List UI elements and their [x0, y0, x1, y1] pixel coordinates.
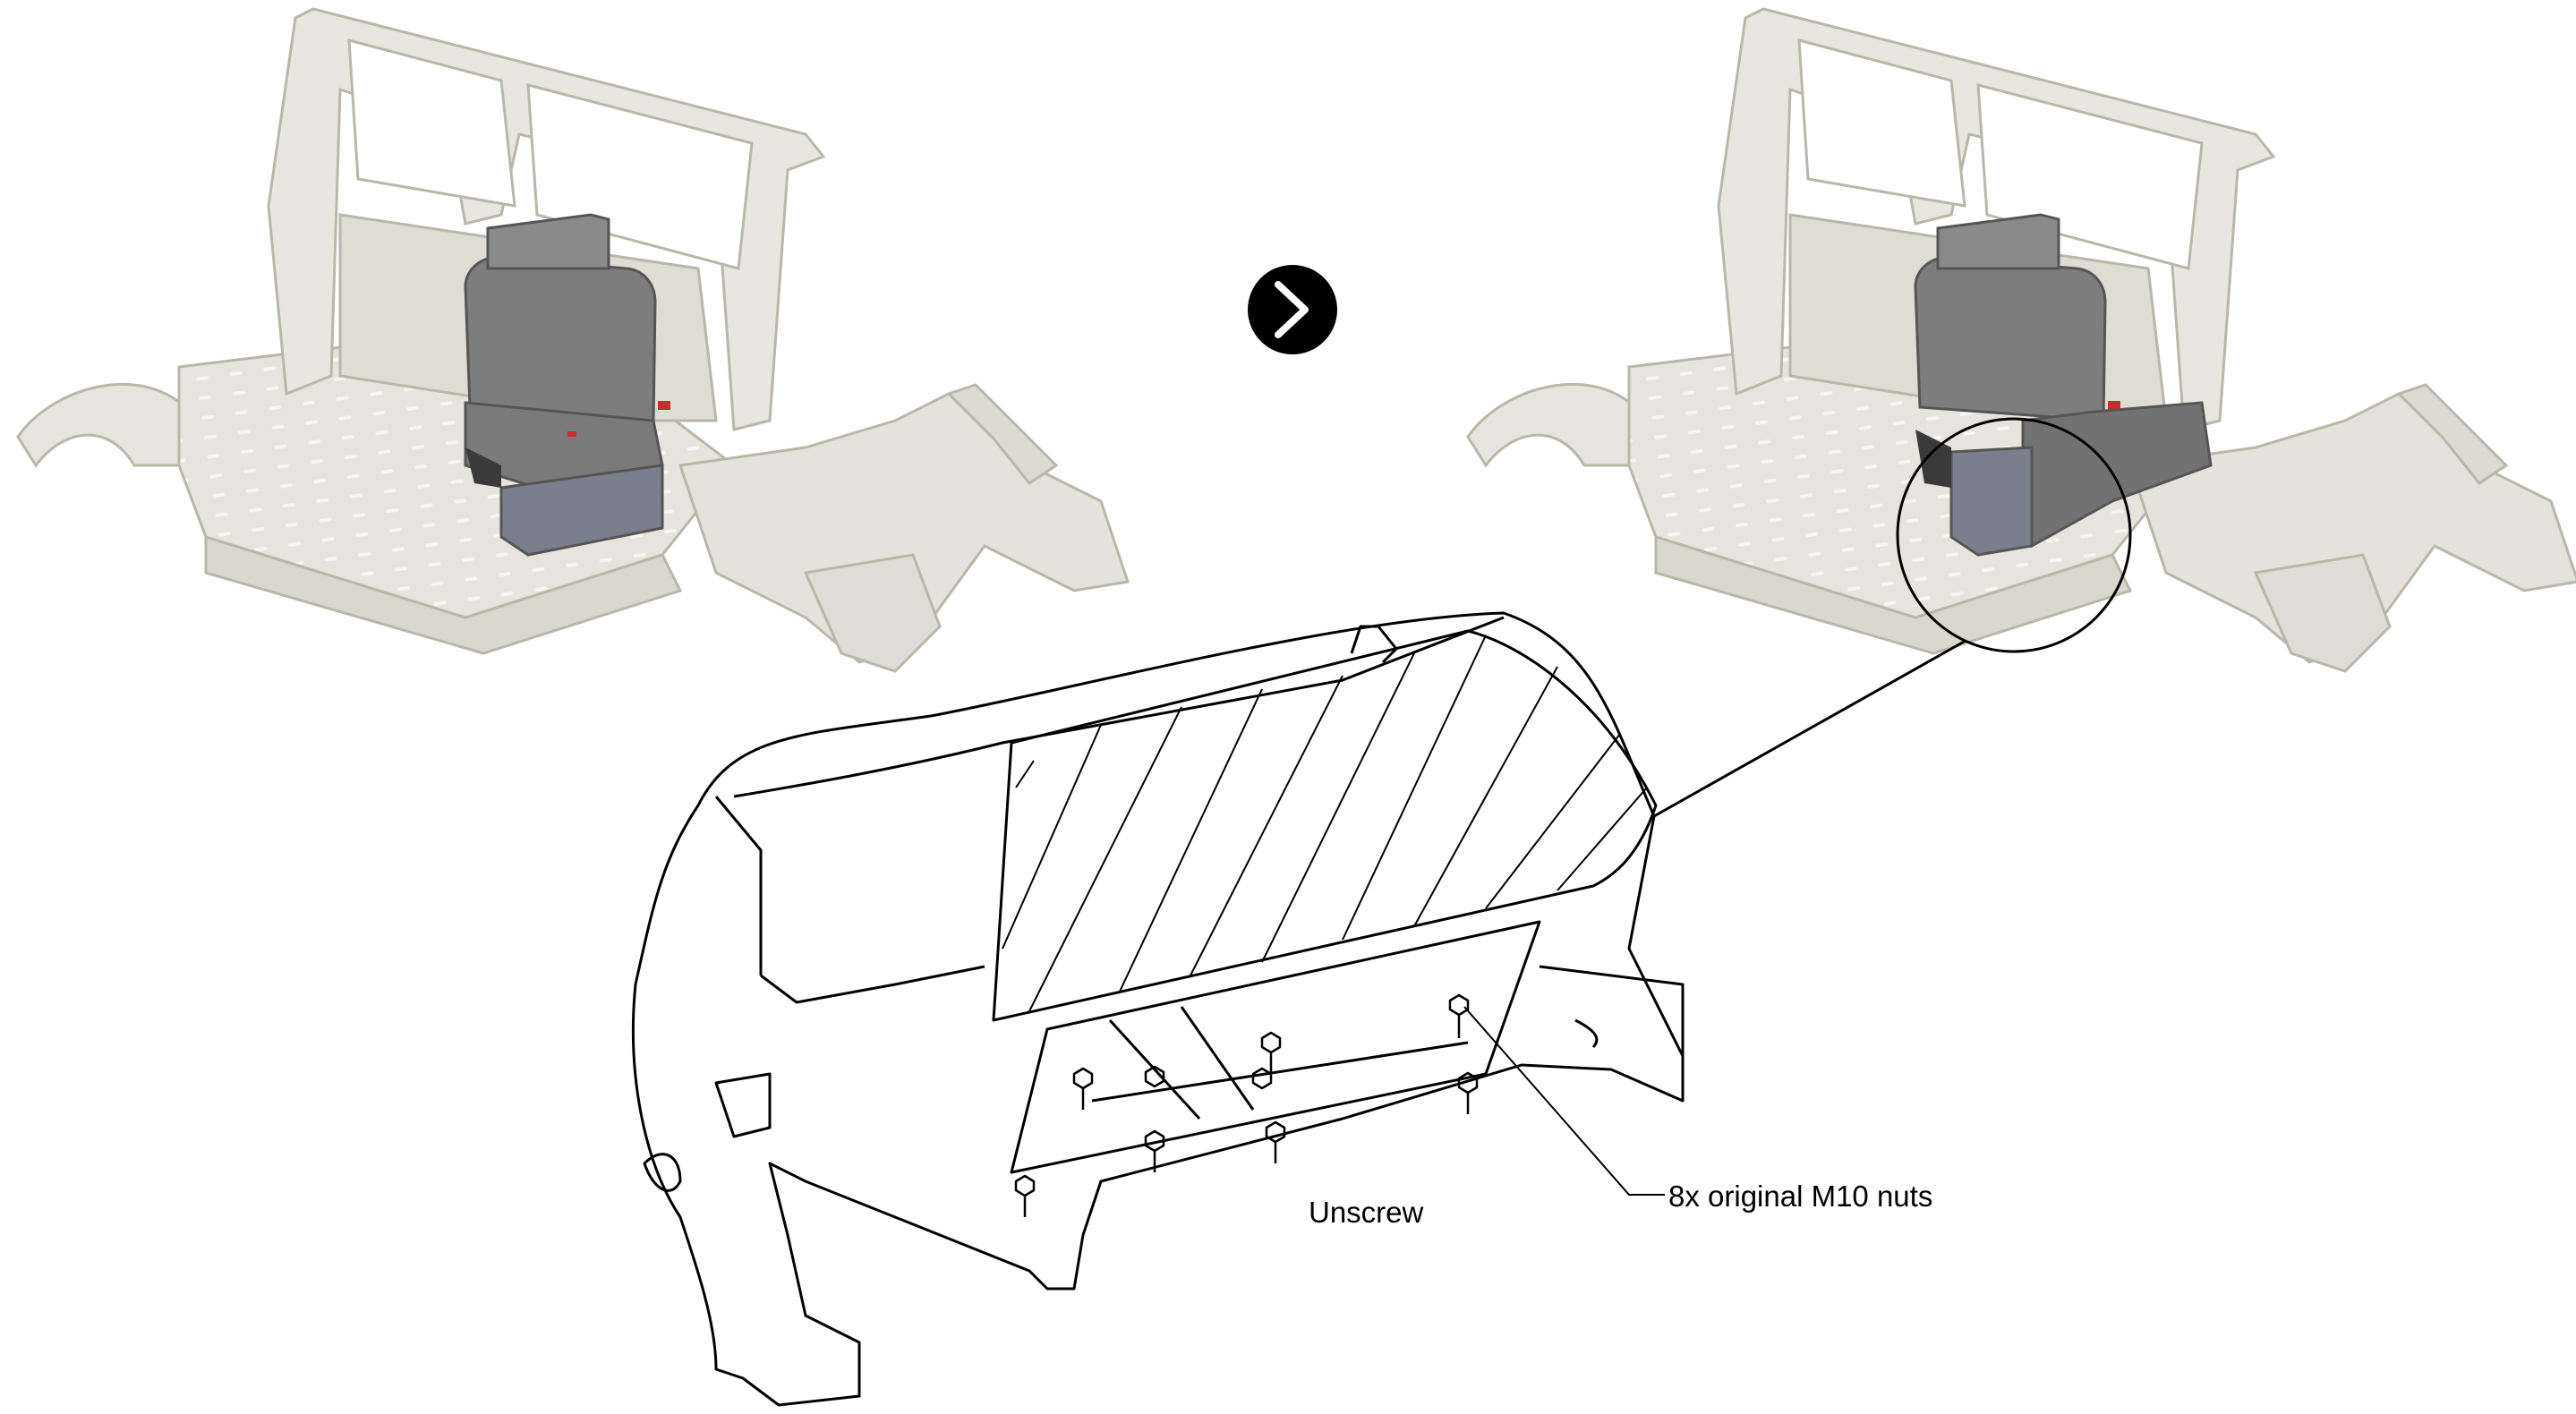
seat-before — [464, 213, 670, 557]
m10-nuts — [1014, 993, 1479, 1217]
seatbelt-buckle-icon — [658, 401, 670, 410]
nuts-leader-line — [1463, 1006, 1665, 1196]
side-frame — [267, 7, 826, 431]
front-tower — [946, 383, 1059, 486]
chevron-right-icon — [1248, 265, 1337, 354]
window-opening-1 — [347, 38, 516, 208]
detail-drawing — [631, 611, 1685, 1407]
seat-frame — [1010, 920, 1541, 1174]
seat-side-panel — [465, 447, 501, 488]
seat-base — [499, 464, 664, 557]
side-sill — [204, 534, 683, 655]
vehicle-after — [1466, 7, 2576, 673]
nuts-label: 8x original M10 nuts — [1668, 1180, 1933, 1213]
seat-backrest — [464, 256, 657, 422]
step-arrow — [1248, 265, 1337, 354]
front-rail — [803, 553, 942, 673]
zoom-leader-line — [1653, 639, 1966, 818]
vehicle-before — [16, 7, 1130, 673]
seat-after — [1914, 213, 2213, 557]
zoom-indicator-circle — [1896, 417, 2132, 653]
detail-outline — [631, 611, 1685, 1407]
raised-cushion-hatched — [992, 625, 1658, 1022]
unscrew-label: Unscrew — [1309, 1196, 1424, 1229]
seat-headrest — [486, 213, 610, 270]
seatbelt-buckle-icon-2 — [567, 431, 576, 437]
